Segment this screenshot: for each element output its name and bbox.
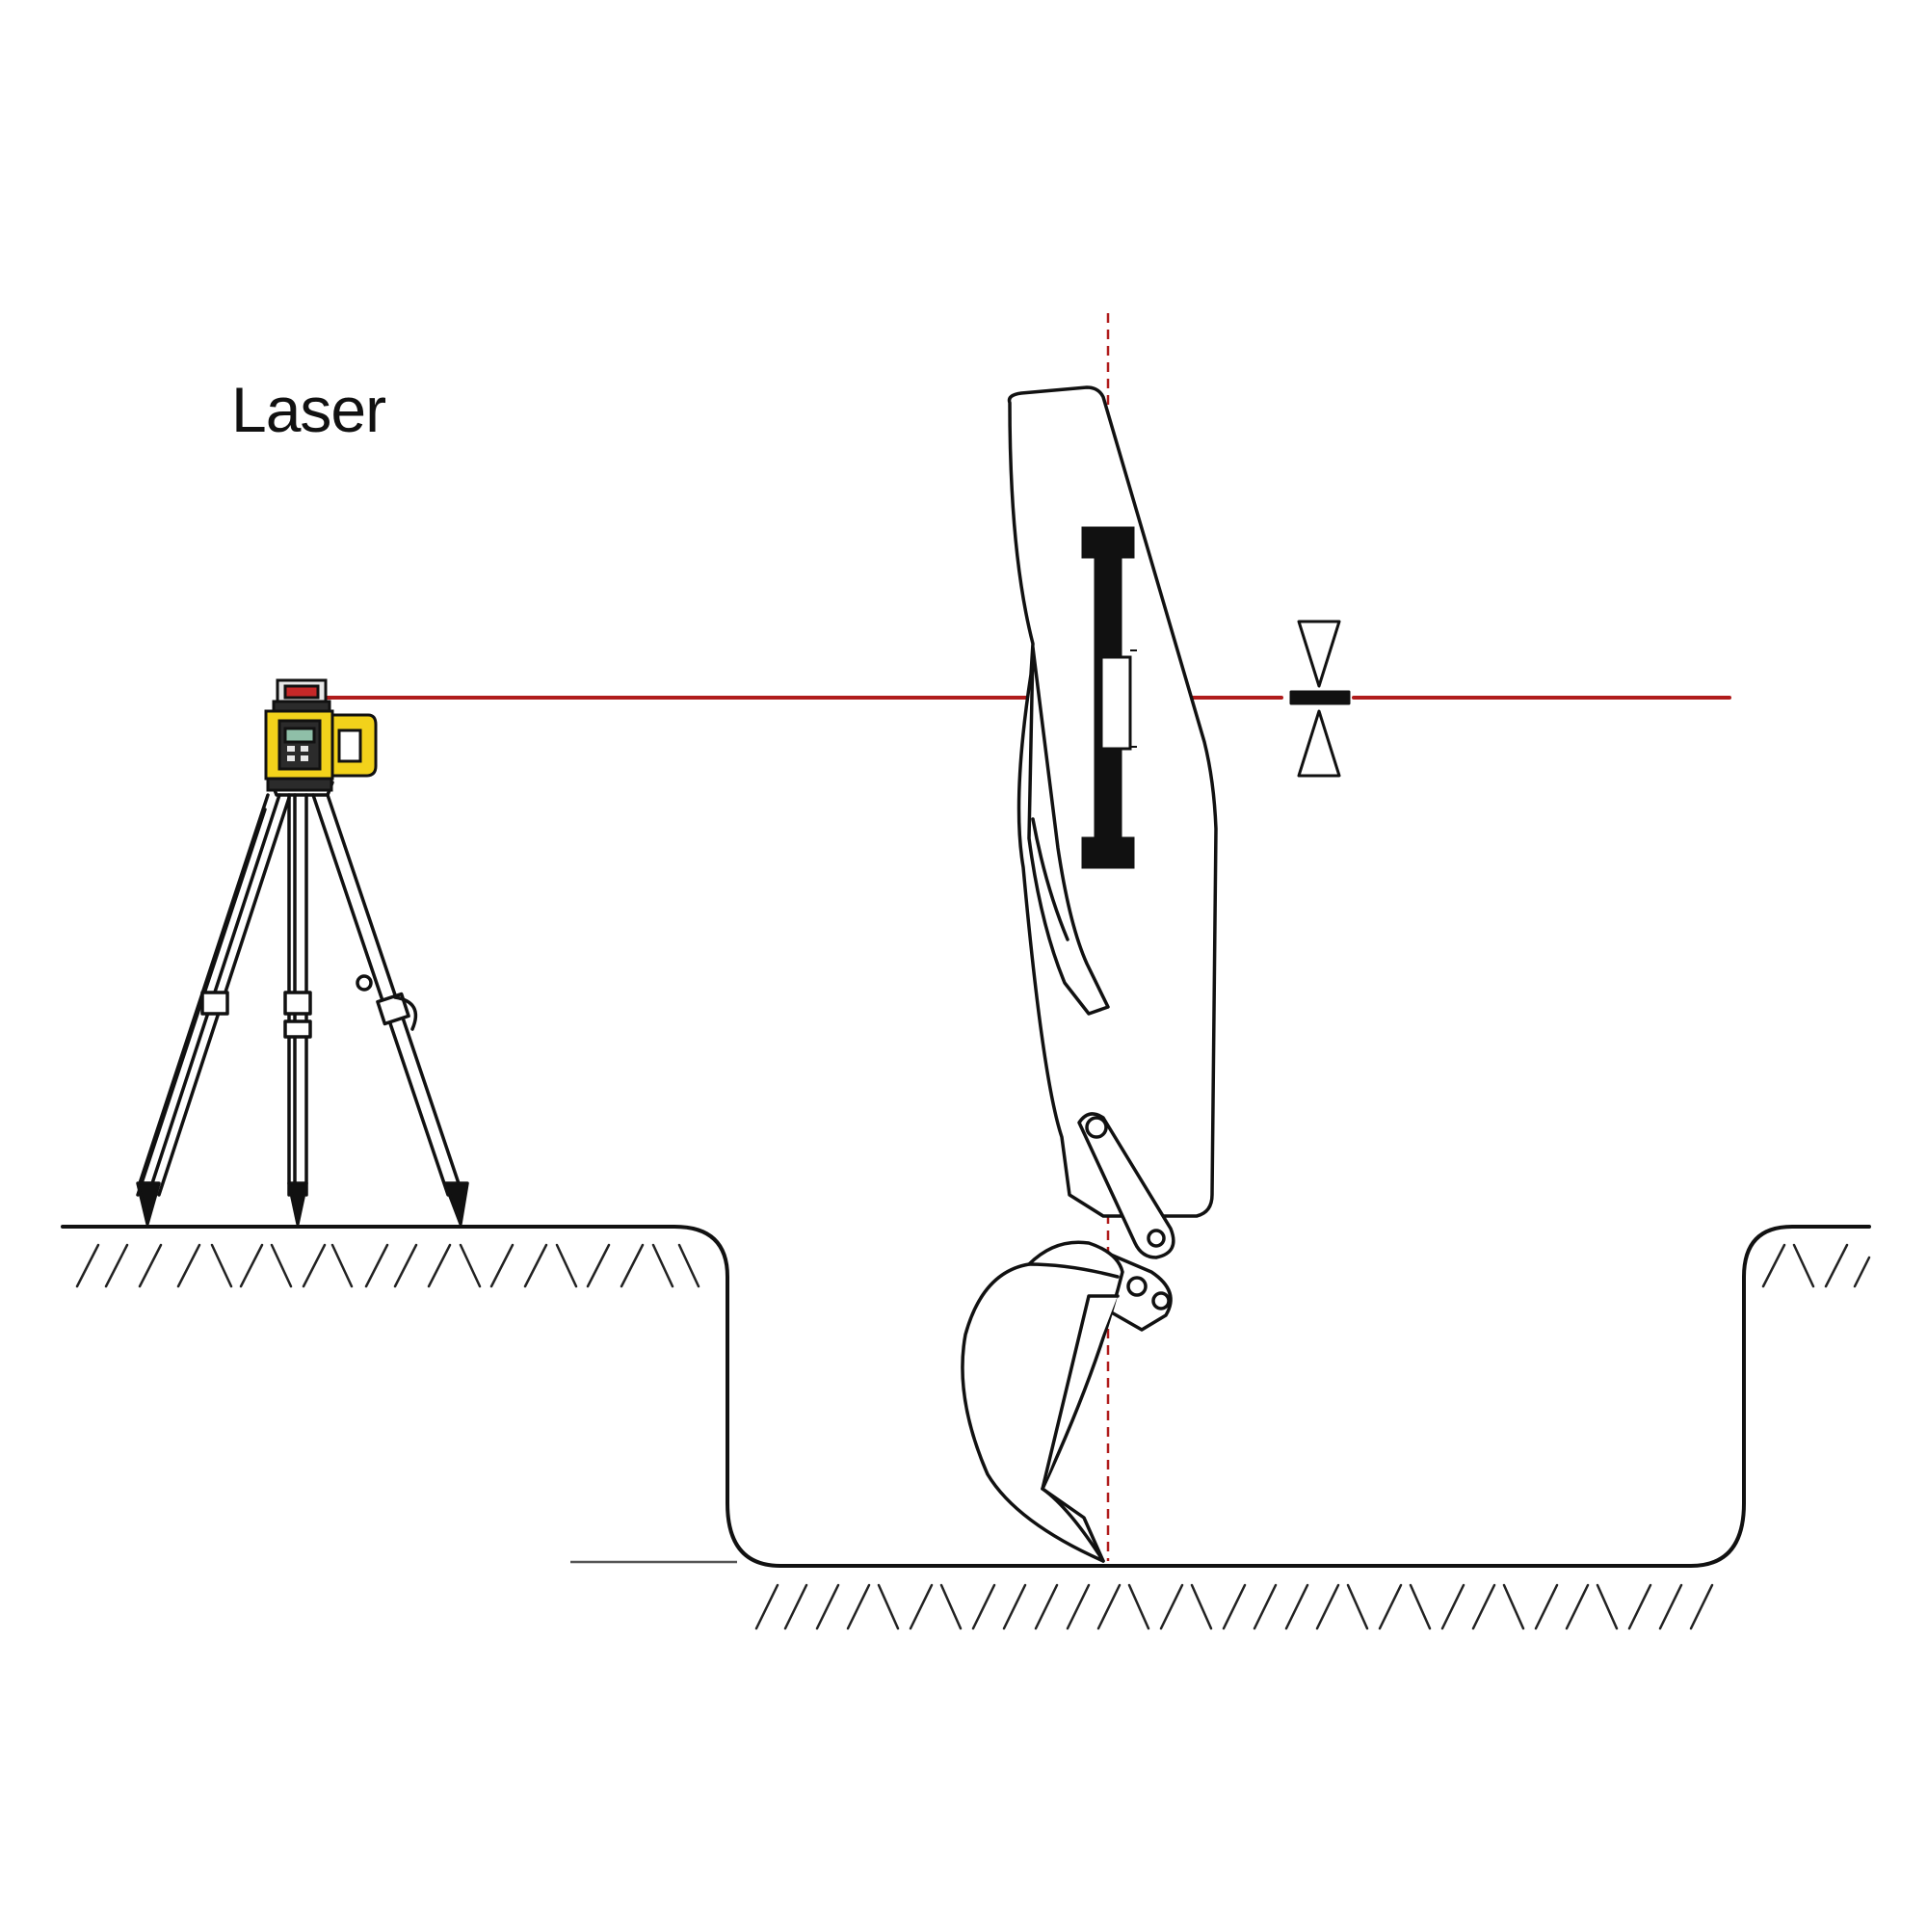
excavator-bucket (961, 1240, 1124, 1563)
ground-left (61, 1225, 1871, 1568)
laser-label: Laser (231, 374, 386, 445)
machine-receiver-icon (1081, 526, 1137, 869)
on-grade-indicator-icon (1289, 620, 1351, 778)
soil-hatching (75, 1243, 1871, 1630)
rotating-laser-icon (264, 678, 378, 792)
tripod-icon (136, 781, 469, 1226)
